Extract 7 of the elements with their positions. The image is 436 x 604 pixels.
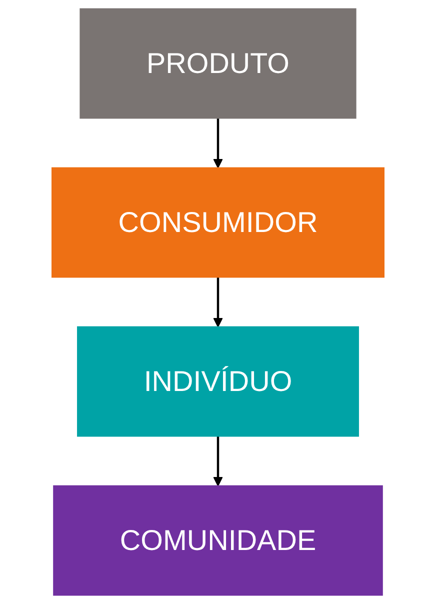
node-box: INDIVÍDUO [77, 326, 359, 437]
node-box: CONSUMIDOR [52, 167, 384, 278]
arrow [213, 436, 223, 486]
node-box: COMUNIDADE [53, 485, 383, 596]
arrow [213, 277, 223, 328]
node-box: PRODUTO [80, 8, 356, 119]
arrow [213, 118, 223, 168]
